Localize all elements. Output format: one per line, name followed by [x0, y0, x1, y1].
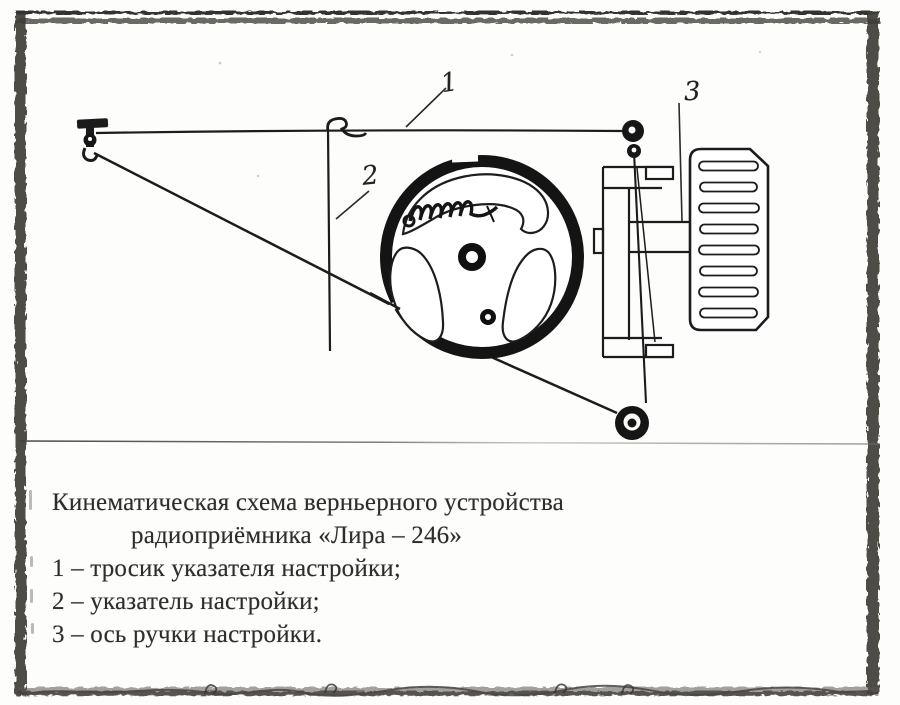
cable-diagonal-right [488, 354, 618, 415]
cable-vertical-run [632, 151, 648, 404]
border-bottom-scallops [23, 684, 873, 697]
wheel-hub [458, 243, 486, 271]
pointer-stem [326, 128, 332, 352]
wheel-cutouts [389, 173, 557, 343]
border-right-band [867, 12, 879, 695]
knob-ribs [698, 160, 760, 319]
border-top-line [16, 11, 880, 15]
bracket-bottom-tab [644, 343, 675, 359]
legend-item-2: 2 – указатель настройки; [52, 588, 320, 615]
lower-pulley-axle [627, 418, 637, 428]
callout-leaders [335, 87, 683, 222]
spring-hook-cross [486, 205, 495, 223]
cable-tip-into-rim [369, 291, 401, 311]
cutout-top [401, 173, 550, 236]
leader-3 [678, 102, 683, 222]
cable-diagonal-left [93, 151, 400, 311]
left-anchor-bracket [76, 118, 109, 162]
upper-pulley-large-hole [628, 126, 636, 134]
scan-border-frame [15, 11, 880, 697]
lower-pulley [615, 406, 649, 440]
border-left-band [15, 12, 26, 695]
cable-top-run [95, 129, 623, 135]
anchor-hook [82, 147, 99, 162]
anchor-pulley-hole [88, 137, 92, 141]
pointer-clip-hook [326, 117, 368, 138]
cable-vertical-strand2 [636, 167, 656, 343]
anchor-bar [76, 118, 109, 129]
rim-gap-top [451, 154, 479, 163]
wheel-small-hole [480, 309, 496, 325]
border-bottom-curls [204, 683, 635, 695]
divider-line [19, 440, 881, 445]
caption-title-line1: Кинематическая схема верньерного устройс… [52, 489, 564, 516]
upper-pulley-small-hole [631, 147, 637, 153]
legend-item-1: 1 – тросик указателя настройки; [52, 555, 402, 582]
leader-1 [405, 87, 447, 128]
tuning-knob [688, 147, 770, 332]
border-top-band [16, 18, 880, 24]
scan-smudges [29, 490, 34, 634]
legend-item-3: 3 – ось ручки настройки. [52, 621, 323, 648]
spring-coil [408, 200, 499, 222]
cutout-lower-left [389, 246, 445, 343]
cord-drive-cables [93, 129, 656, 415]
chassis-bracket [592, 165, 691, 359]
drum-wheel [380, 154, 584, 359]
upper-pulley-pair [622, 120, 644, 158]
knob-body [688, 147, 770, 332]
bracket-left-tab [592, 227, 605, 255]
border-bottom-line [18, 691, 879, 696]
callout-2: 2 [360, 160, 381, 192]
cutout-lower-right [501, 247, 557, 343]
tension-spring [402, 200, 499, 228]
bracket-top-tab [644, 165, 675, 181]
tuning-pointer [326, 117, 368, 352]
leader-2 [335, 190, 370, 220]
callout-3: 3 [683, 76, 702, 108]
scan-specks [218, 50, 762, 178]
caption-title-line2: радиоприёмника «Лира – 246» [131, 522, 463, 549]
spring-eye [402, 214, 416, 228]
